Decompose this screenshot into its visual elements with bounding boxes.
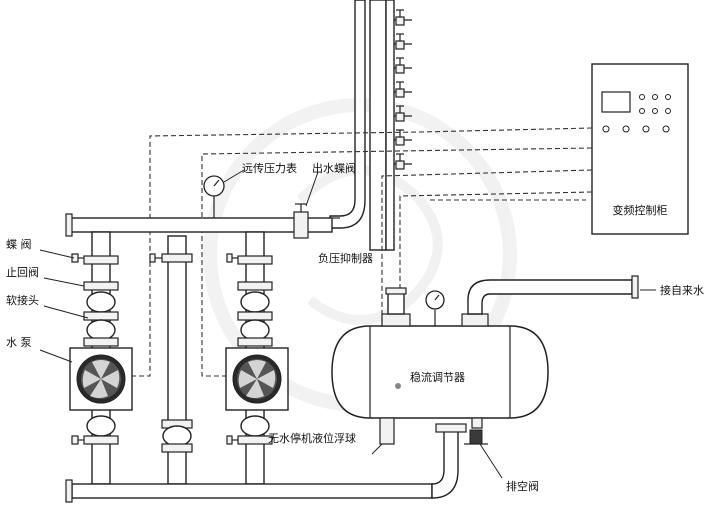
soft-joint-label: 软接头 (6, 293, 39, 307)
control-cabinet-label: 变频控制柜 (613, 203, 668, 217)
vent-valve-label: 排空阀 (506, 479, 539, 493)
outlet-valve-label: 出水蝶阀 (312, 161, 356, 175)
cabinet-display (601, 91, 631, 113)
pump-column-2 (226, 231, 273, 485)
remote-gauge-label: 远传压力表 (242, 161, 297, 175)
riser-pipe (329, 0, 395, 251)
tap-water-inlet (461, 275, 639, 327)
vent-valve (464, 417, 488, 445)
float-switch-label: 无水停机液位浮球 (268, 431, 356, 445)
float-sensor-dot (395, 383, 401, 389)
middle-pipe (149, 235, 193, 485)
riser-branch-valves (394, 9, 412, 170)
water-pump-label: 水 泵 (6, 336, 32, 349)
bottom-pipe (65, 423, 467, 503)
stabilizer-tank (331, 325, 549, 419)
cabinet-switches (602, 125, 670, 133)
header-pipe (65, 213, 340, 237)
pump-2 (225, 347, 289, 411)
tank-pressure-gauge (425, 290, 445, 326)
control-cabinet: 变频控制柜 (591, 63, 689, 235)
pump-1 (69, 347, 133, 411)
tap-water-label: 接自来水 (660, 284, 704, 297)
butterfly-valve-label: 蝶 阀 (6, 237, 32, 251)
stabilizer-label: 稳流调节器 (410, 370, 465, 384)
negative-pressure-suppressor (381, 287, 411, 327)
float-switch (379, 417, 395, 445)
negative-pressure-label: 负压抑制器 (318, 251, 373, 265)
outlet-butterfly-valve (293, 203, 309, 239)
check-valve-label: 止回阀 (6, 265, 39, 279)
remote-pressure-gauge (203, 175, 225, 218)
cabinet-indicator-lights (639, 94, 671, 114)
